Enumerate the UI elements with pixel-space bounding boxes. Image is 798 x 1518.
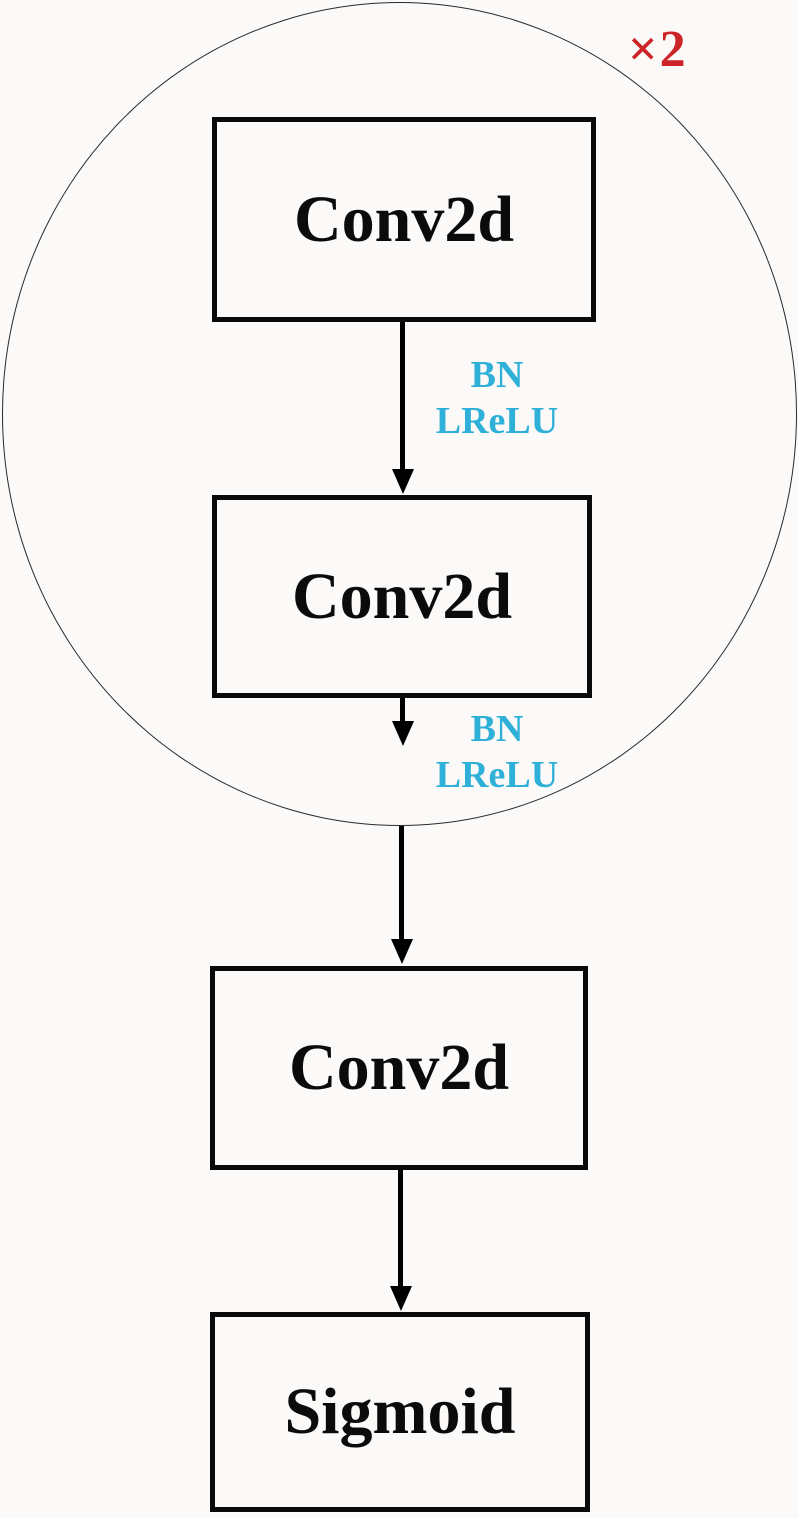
node-conv2d-2-label: Conv2d	[291, 559, 513, 633]
arrow-conv1-to-conv2-shaft	[400, 322, 405, 470]
arrow-down-icon	[392, 721, 414, 746]
node-conv2d-3-label: Conv2d	[288, 1031, 510, 1104]
arrow-conv2-out-shaft	[400, 698, 405, 722]
arrow-down-icon	[390, 1286, 412, 1311]
edge-label-lrelu-2: LReLU	[435, 754, 559, 796]
arrow-group-to-conv3-shaft	[399, 826, 404, 940]
node-conv2d-3: Conv2d	[210, 966, 588, 1170]
arrow-conv3-to-sigmoid-shaft	[398, 1170, 403, 1287]
node-conv2d-2: Conv2d	[212, 495, 592, 698]
arrow-down-icon	[391, 939, 413, 964]
edge-label-bn-lrelu-2: BN LReLU	[422, 706, 572, 798]
node-sigmoid: Sigmoid	[210, 1312, 590, 1512]
arrow-down-icon	[392, 469, 414, 494]
edge-label-lrelu-1: LReLU	[435, 400, 559, 442]
node-sigmoid-label: Sigmoid	[284, 1375, 516, 1448]
repeat-group-ellipse	[2, 2, 797, 826]
edge-label-bn-1: BN	[470, 354, 524, 396]
repeat-count-label: ×2	[628, 21, 688, 78]
edge-label-bn-2: BN	[470, 708, 524, 750]
edge-label-bn-lrelu-1: BN LReLU	[422, 352, 572, 444]
node-conv2d-1-label: Conv2d	[293, 182, 515, 256]
node-conv2d-1: Conv2d	[212, 117, 596, 322]
